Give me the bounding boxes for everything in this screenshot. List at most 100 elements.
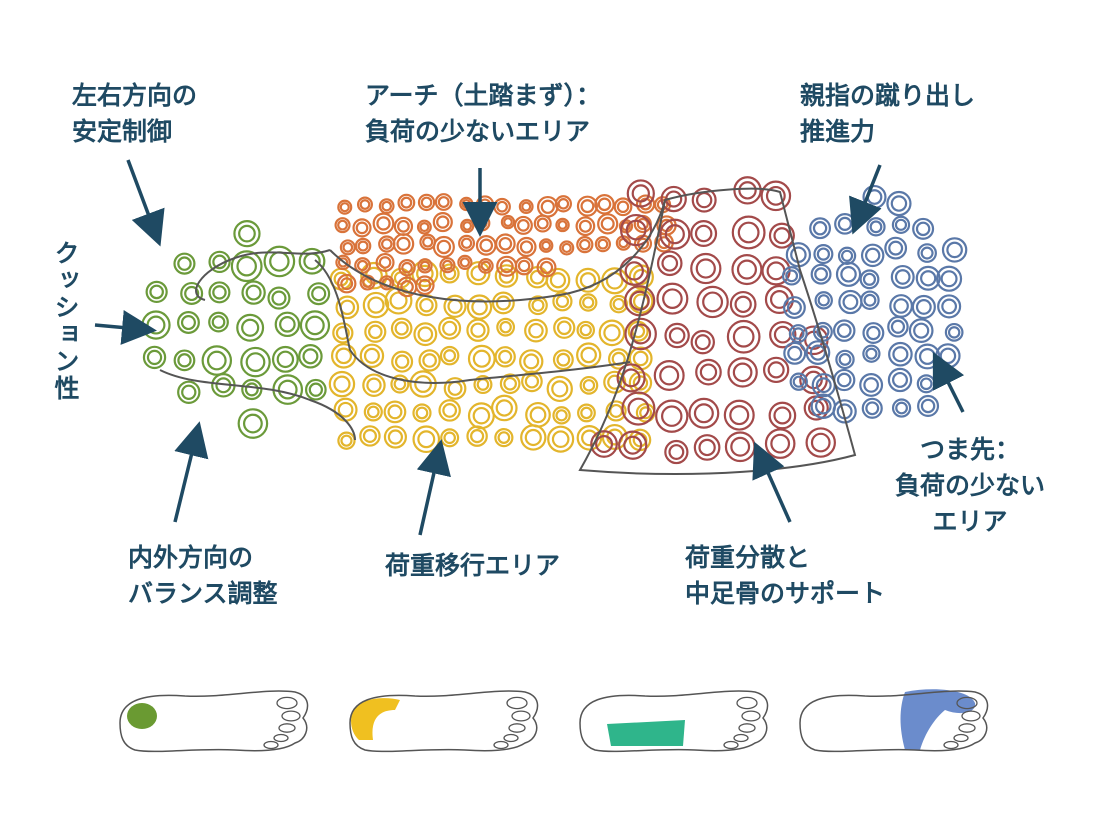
arch-ring bbox=[434, 193, 453, 211]
toe-ring bbox=[916, 374, 936, 394]
transfer-ring bbox=[383, 400, 407, 424]
arch-ring bbox=[432, 235, 455, 259]
heel-ring bbox=[230, 250, 263, 283]
toe-ring bbox=[891, 215, 911, 234]
toe-ring bbox=[860, 243, 885, 268]
toe-ring bbox=[911, 294, 936, 320]
toe-ring bbox=[887, 367, 913, 393]
arrow-big-toe bbox=[849, 164, 882, 235]
transfer-ring bbox=[552, 406, 571, 425]
heel-ring bbox=[141, 310, 171, 340]
metatarsal-ring bbox=[690, 329, 715, 355]
metatarsal-ring bbox=[726, 319, 761, 354]
toe-ring bbox=[781, 266, 802, 286]
transfer-ring bbox=[412, 403, 432, 423]
heel-ring bbox=[271, 345, 299, 373]
metatarsal-ring bbox=[656, 282, 689, 315]
transfer-ring bbox=[494, 264, 519, 288]
arch-ring bbox=[378, 235, 396, 253]
transfer-ring bbox=[391, 350, 414, 373]
transfer-ring bbox=[547, 425, 575, 453]
arch-ring bbox=[613, 197, 633, 217]
arch-ring bbox=[354, 237, 372, 255]
metatarsal-ring bbox=[690, 220, 718, 247]
transfer-ring bbox=[418, 349, 441, 372]
heel-ring bbox=[272, 374, 304, 405]
footprint-thumbnail-3 bbox=[579, 690, 769, 753]
heel-ring bbox=[267, 286, 291, 310]
arrow-medial-balance bbox=[173, 421, 209, 523]
toe-ring bbox=[812, 321, 833, 342]
footprint-thumbnail-4 bbox=[799, 689, 989, 753]
arch-ring bbox=[533, 214, 552, 233]
toe-ring bbox=[835, 261, 862, 287]
label-lateral-control: 左右方向の 安定制御 bbox=[72, 81, 198, 146]
transfer-ring bbox=[628, 346, 653, 371]
transfer-ring bbox=[438, 316, 462, 340]
toe-ring bbox=[891, 398, 912, 418]
heel-ring bbox=[208, 311, 229, 333]
arch-ring bbox=[458, 234, 476, 252]
arch-ring bbox=[576, 236, 594, 254]
transfer-ring bbox=[491, 291, 515, 315]
arch-ring bbox=[372, 212, 395, 235]
toe-ring bbox=[814, 291, 833, 310]
transfer-ring bbox=[466, 425, 488, 447]
heel-ring bbox=[142, 345, 167, 370]
transfer-ring bbox=[609, 294, 628, 314]
metatarsal-ring bbox=[724, 431, 756, 463]
heel-ring bbox=[177, 311, 200, 334]
toe-ring bbox=[789, 372, 808, 391]
arch-boundary bbox=[329, 199, 666, 303]
transfer-ring bbox=[576, 342, 602, 368]
arch-ring bbox=[432, 211, 453, 233]
heel-ring bbox=[180, 281, 204, 305]
metatarsal-ring bbox=[729, 290, 757, 318]
arrow-load-transfer bbox=[416, 439, 451, 536]
arch-ring bbox=[336, 273, 357, 294]
transfer-ring bbox=[467, 344, 496, 373]
transfer-ring bbox=[546, 375, 573, 403]
heel-lower-boundary bbox=[159, 369, 356, 441]
toe-ring bbox=[835, 349, 855, 370]
transfer-ring bbox=[409, 370, 437, 398]
arch-ring bbox=[378, 198, 395, 215]
arch-ring bbox=[397, 193, 416, 212]
transfer-ring bbox=[413, 322, 438, 347]
toe-ring bbox=[862, 344, 881, 363]
toe-ring bbox=[912, 217, 935, 240]
metatarsal-ring bbox=[590, 430, 618, 458]
arch-ring bbox=[635, 194, 656, 214]
arch-ring bbox=[576, 195, 599, 217]
arch-ring bbox=[415, 275, 435, 296]
toe-ring bbox=[944, 322, 964, 342]
arch-ring bbox=[352, 218, 372, 238]
toe-ring bbox=[887, 315, 909, 338]
footprint-thumbnail-1 bbox=[119, 690, 309, 753]
metatarsal-ring bbox=[659, 218, 691, 250]
heel-ring bbox=[307, 282, 331, 306]
toe-ring bbox=[941, 237, 968, 263]
arch-ring bbox=[554, 195, 573, 213]
arch-ring bbox=[393, 216, 414, 236]
heel-ring bbox=[145, 280, 168, 304]
transfer-ring bbox=[598, 319, 626, 347]
forefoot-icon bbox=[900, 689, 976, 750]
transfer-ring bbox=[577, 403, 596, 423]
transfer-ring bbox=[364, 320, 387, 343]
arch-ring bbox=[398, 259, 416, 277]
metatarsal-ring bbox=[693, 434, 721, 461]
toe-ring bbox=[917, 243, 937, 263]
toe-ring bbox=[908, 318, 934, 344]
arch-ring bbox=[337, 199, 353, 215]
toe-ring bbox=[809, 217, 832, 240]
heel-ring bbox=[237, 408, 269, 439]
toe-ring bbox=[890, 264, 915, 289]
heel-inner-boundary bbox=[314, 259, 631, 384]
metatarsal-ring bbox=[664, 322, 690, 349]
heel-ring bbox=[177, 380, 201, 404]
toe-ring bbox=[833, 368, 856, 392]
arrow-toe-tip bbox=[932, 351, 965, 413]
toe-ring bbox=[866, 217, 886, 237]
